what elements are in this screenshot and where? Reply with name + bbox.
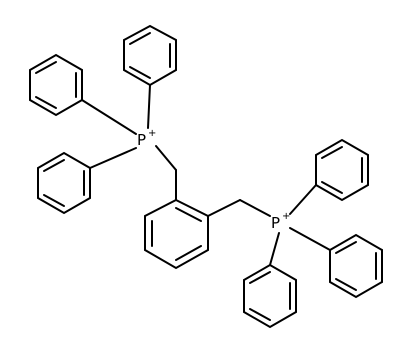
bond-p1-ch2: [155, 145, 177, 171]
phenyl-ring-lower-left: [37, 151, 91, 215]
bond-p1-phenyl-upper-left: [81, 99, 137, 135]
bond-p2-phenyl-right-lower: [289, 227, 331, 251]
bond-p2-phenyl-bottom: [269, 232, 280, 266]
phenyl-ring-top: [123, 24, 177, 87]
phosphorus-charge-2: +: [282, 211, 290, 222]
phenyl-ring-right-top: [315, 138, 369, 202]
bond-benzene-ch2-2: [207, 199, 241, 217]
bond-p2-phenyl-right-top: [289, 184, 317, 215]
bond-ch2-p2: [239, 199, 271, 217]
phosphorus-charge-1: +: [148, 128, 156, 139]
bond-p1-phenyl-lower-left: [89, 147, 137, 169]
bond-p1-phenyl-top: [147, 84, 151, 129]
central-benzene-ring: [144, 198, 209, 270]
phosphorus-label-1: P: [137, 131, 146, 149]
phosphorus-label-2: P: [271, 214, 280, 232]
phenyl-ring-right-lower: [329, 233, 383, 299]
phenyl-ring-bottom: [243, 263, 297, 329]
phenyl-ring-upper-left: [29, 53, 83, 117]
